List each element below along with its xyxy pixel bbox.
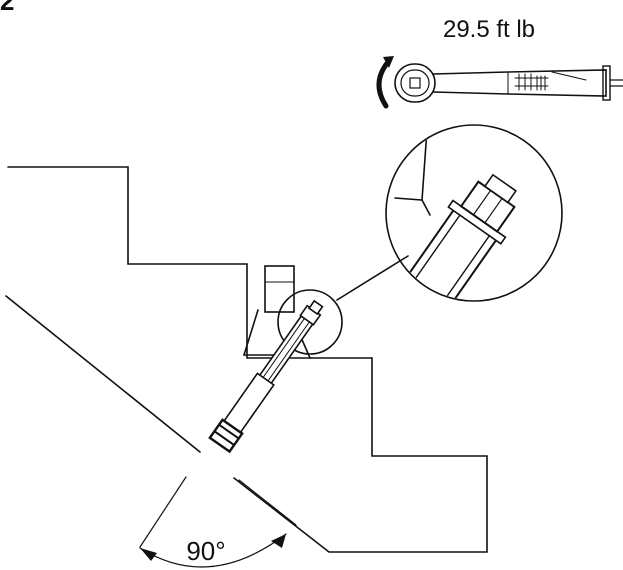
angle-label: 90°: [186, 536, 225, 566]
angle-arc: [139, 533, 287, 568]
anchor-bolt: [208, 299, 324, 454]
angle-extension-right: [238, 479, 297, 526]
upper-stair-profile: [7, 166, 488, 553]
detail-leader-line: [336, 255, 409, 301]
step-marker: 2: [0, 0, 15, 16]
mounting-bracket: [242, 265, 311, 359]
lower-stringer-edge: [5, 295, 201, 453]
rotation-arrow-icon: [376, 59, 391, 109]
angle-arrowhead-right: [271, 534, 286, 548]
angle-extension-left: [139, 476, 187, 548]
rotation-arrowhead: [383, 56, 394, 68]
torque-value-label: 29.5 ft lb: [443, 16, 535, 43]
detail-callout-small: [277, 289, 343, 355]
angle-arrowhead-left: [140, 548, 157, 561]
detail-callout-large: [385, 124, 563, 302]
torque-wrench-icon: [394, 63, 623, 103]
